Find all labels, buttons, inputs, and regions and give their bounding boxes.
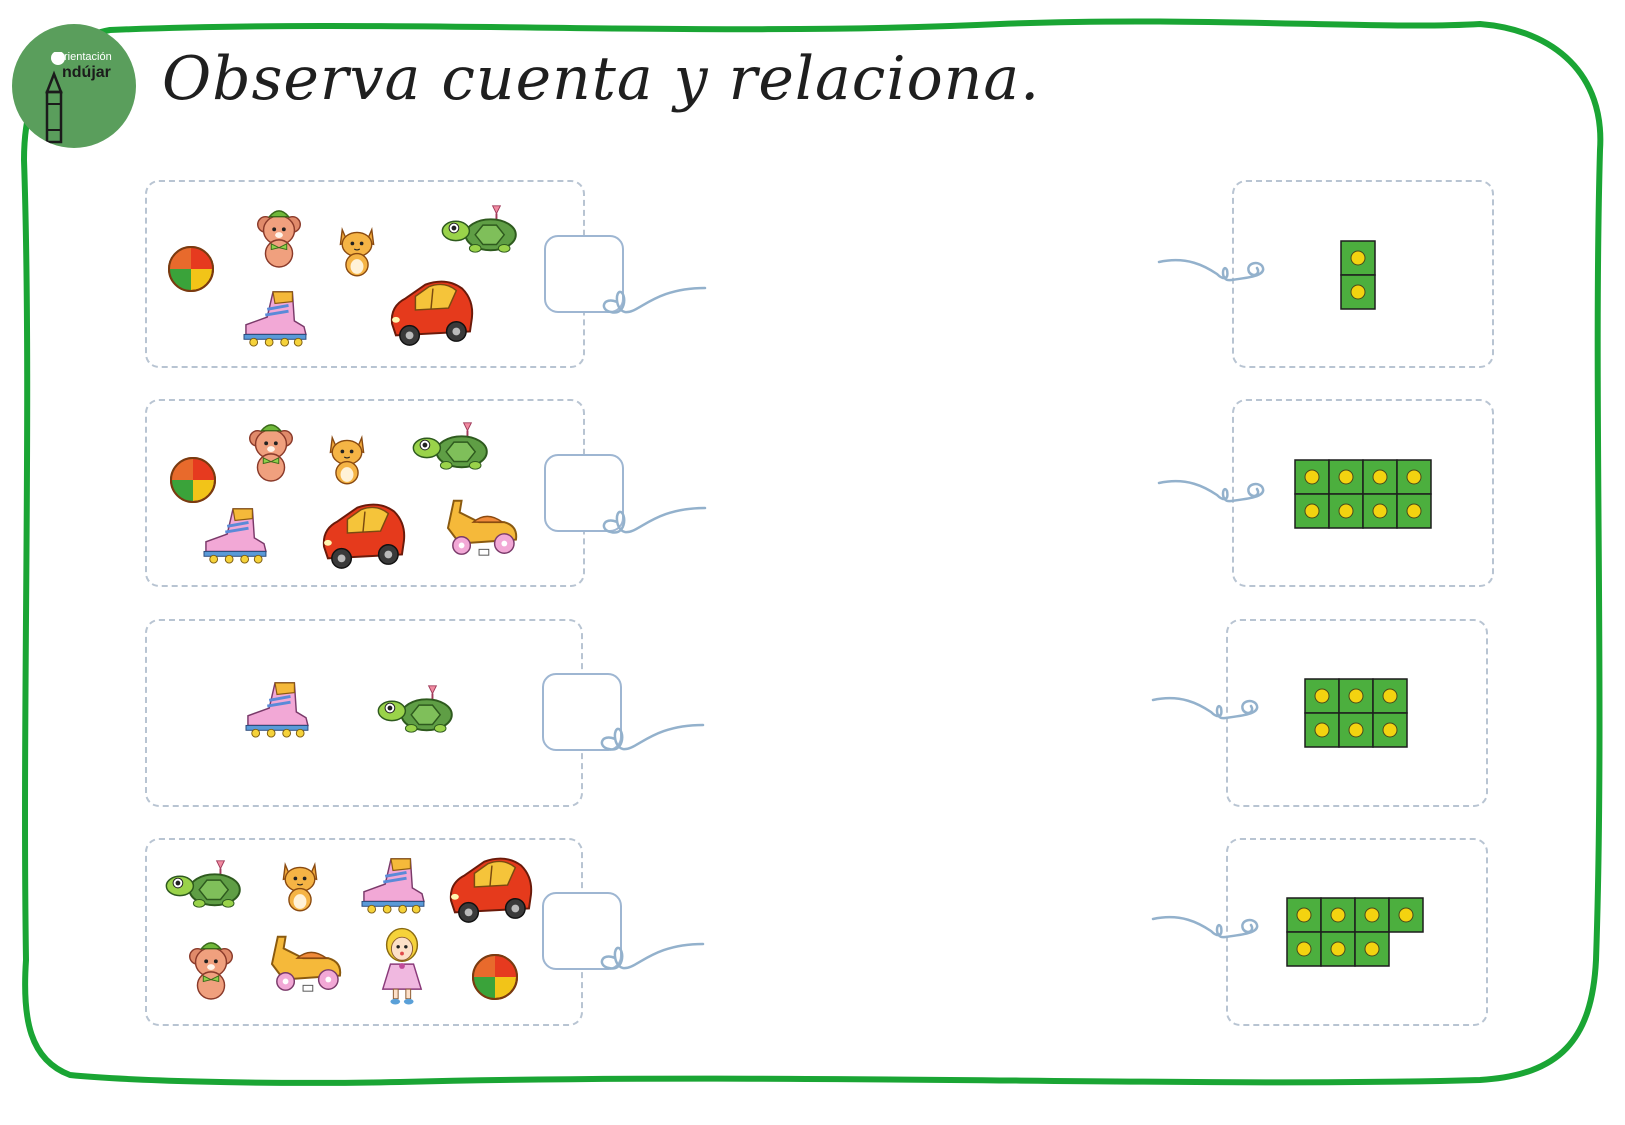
ride-on-toy-icon (440, 493, 522, 565)
right-connector-2[interactable] (1157, 473, 1267, 513)
block-dot (1382, 688, 1398, 704)
answer-box-2[interactable] (544, 454, 624, 532)
left-connector-1[interactable] (597, 280, 707, 320)
number-blocks-4 (1286, 897, 1424, 967)
block-dot (1350, 250, 1366, 266)
cat-icon (276, 855, 324, 917)
block-dot (1304, 469, 1320, 485)
cat-icon (333, 220, 381, 282)
block-dot (1350, 284, 1366, 300)
block-dot (1314, 688, 1330, 704)
car-icon (386, 273, 476, 353)
right-connector-4[interactable] (1151, 909, 1261, 949)
left-connector-4[interactable] (595, 936, 705, 976)
car-icon (318, 496, 408, 576)
answer-box-3[interactable] (542, 673, 622, 751)
logo-text-big: ndújar (62, 64, 111, 81)
block-dot (1364, 907, 1380, 923)
block-dot (1338, 503, 1354, 519)
worksheet-title: Observa cuenta y relaciona. (162, 44, 1041, 114)
turtle-icon (440, 200, 522, 262)
ride-on-toy-icon (264, 929, 346, 1001)
left-connector-2[interactable] (597, 500, 707, 540)
turtle-icon (376, 680, 458, 742)
block-dot (1406, 503, 1422, 519)
right-connector-1[interactable] (1157, 252, 1267, 292)
ball-icon (166, 244, 216, 298)
skate-boot-icon (240, 679, 312, 743)
block-dot (1296, 941, 1312, 957)
skate-boot-icon (356, 855, 428, 919)
cat-icon (323, 428, 371, 490)
block-dot (1304, 503, 1320, 519)
picture-card-1 (145, 180, 585, 368)
orientacion-andujar-logo: rientación ndújar (12, 24, 136, 148)
block-dot (1330, 941, 1346, 957)
skate-boot-icon (198, 505, 270, 569)
number-blocks-2 (1294, 459, 1432, 529)
doll-icon (377, 925, 427, 1013)
number-blocks-1 (1340, 240, 1376, 310)
answer-box-4[interactable] (542, 892, 622, 970)
teddy-bear-icon (250, 203, 308, 275)
block-dot (1338, 469, 1354, 485)
skate-boot-icon (238, 288, 310, 352)
block-dot (1314, 722, 1330, 738)
logo-text-small: rientación (64, 51, 112, 63)
block-dot (1382, 722, 1398, 738)
block-dot (1406, 469, 1422, 485)
block-dot (1372, 503, 1388, 519)
pencil-icon (45, 52, 65, 144)
right-connector-3[interactable] (1151, 690, 1261, 730)
ball-icon (168, 455, 218, 509)
block-dot (1364, 941, 1380, 957)
block-dot (1296, 907, 1312, 923)
teddy-bear-icon (242, 417, 300, 489)
car-icon (445, 850, 535, 930)
teddy-bear-icon (182, 935, 240, 1007)
block-dot (1372, 469, 1388, 485)
turtle-icon (411, 417, 493, 479)
left-connector-3[interactable] (595, 717, 705, 757)
number-blocks-3 (1304, 678, 1408, 748)
number-block (1286, 931, 1322, 967)
block-dot (1348, 688, 1364, 704)
turtle-icon (164, 855, 246, 917)
block-dot (1330, 907, 1346, 923)
block-dot (1348, 722, 1364, 738)
block-dot (1398, 907, 1414, 923)
picture-card-3 (145, 619, 583, 807)
ball-icon (470, 952, 520, 1006)
